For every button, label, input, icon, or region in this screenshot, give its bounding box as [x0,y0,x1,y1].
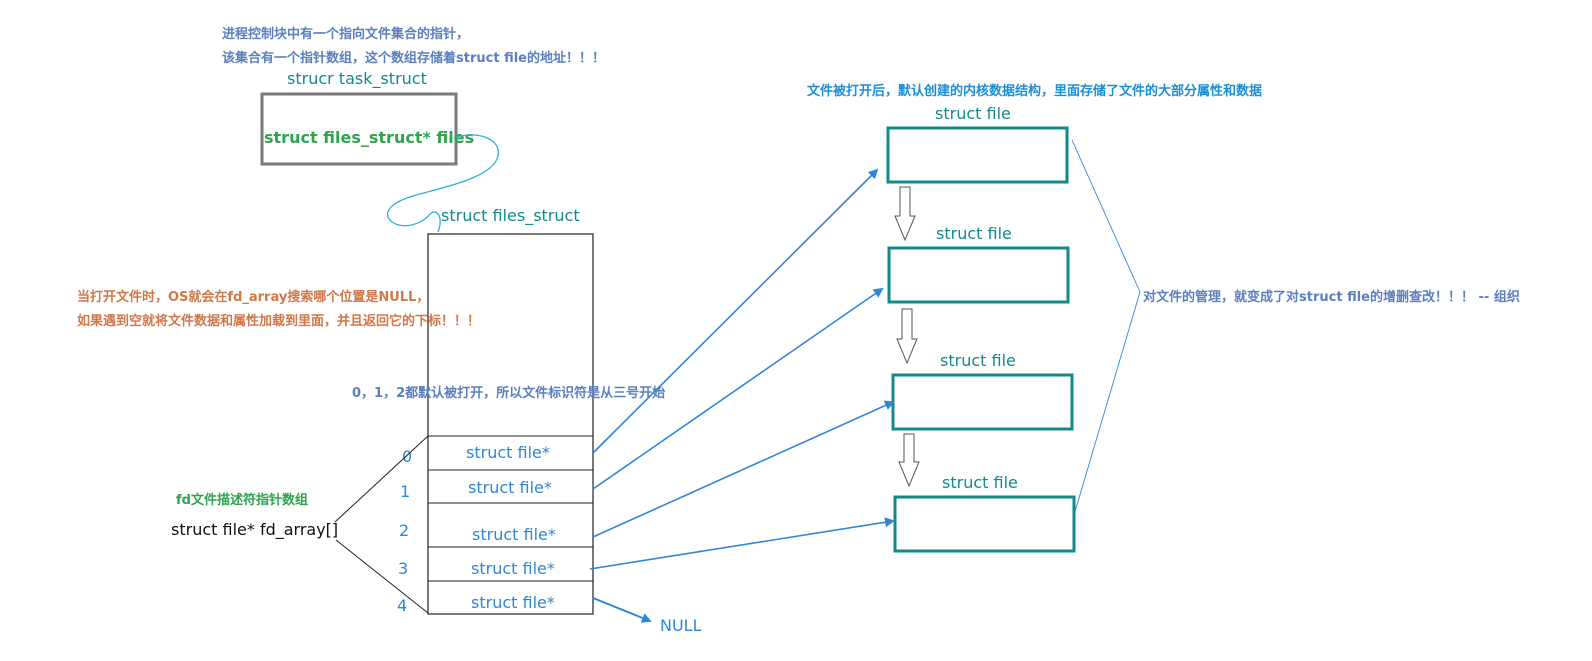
file-node-4 [893,495,1076,553]
task-struct-files-field: struct files_struct* files [264,128,474,147]
file-node-1-title: struct file [935,104,1011,123]
management-bracket-bottom [1073,291,1141,516]
slot-2-label: struct file* [472,525,556,544]
pcb-note-line1: 进程控制块中有一个指向文件集合的指针， [222,26,469,42]
management-note: 对文件的管理，就变成了对struct file的增删查改！！！ -- 组织 [1143,289,1520,305]
down-arrow-1 [894,186,916,242]
slot-2-index: 2 [399,521,409,540]
files-pointer-curve [387,134,499,233]
fd-array-title: fd文件描述符指针数组 [176,492,308,508]
down-arrow-3 [898,433,920,488]
slot-0-index: 0 [402,447,412,466]
pcb-note-line2: 该集合有一个指针数组，这个数组存储着struct file的地址！！！ [222,50,605,66]
files-struct-title: struct files_struct [441,206,580,226]
task-struct-box [260,92,458,166]
default-open-note: 0，1，2都默认被打开，所以文件标识符是从三号开始 [352,385,665,401]
kernel-struct-note: 文件被打开后，默认创建的内核数据结构，里面存储了文件的大部分属性和数据 [807,83,1262,99]
slot-3-label: struct file* [471,559,555,578]
management-bracket-top [1071,139,1141,293]
pointer-arrow-slot3 [589,517,895,570]
null-label: NULL [660,616,702,635]
fd-array-bracket-bottom [335,539,429,614]
pointer-arrow-slot4 [592,597,652,623]
file-node-4-title: struct file [942,473,1018,492]
task-struct-title: strucr task_struct [287,69,427,89]
fd-array-declaration: struct file* fd_array[] [171,520,338,540]
file-node-2-title: struct file [936,224,1012,243]
file-node-3 [891,373,1074,431]
file-node-1 [886,126,1069,184]
pointer-arrow-slot1 [592,287,884,490]
pointer-arrow-slot2 [592,400,895,538]
file-node-3-title: struct file [940,351,1016,370]
open-note-line1: 当打开文件时，OS就会在fd_array搜索哪个位置是NULL， [77,289,429,305]
slot-4-index: 4 [397,596,407,615]
files-struct-box [427,233,594,615]
pointer-arrow-slot0 [592,168,879,454]
slot-0-label: struct file* [466,443,550,462]
down-arrow-2 [896,308,918,365]
slot-4-label: struct file* [471,593,555,612]
slot-1-label: struct file* [468,478,552,497]
file-node-2 [887,246,1070,304]
slot-1-index: 1 [400,482,410,501]
fd-array-bracket-top [334,435,429,523]
open-note-line2: 如果遇到空就将文件数据和属性加载到里面，并且返回它的下标！！！ [77,313,480,329]
slot-3-index: 3 [398,559,408,578]
